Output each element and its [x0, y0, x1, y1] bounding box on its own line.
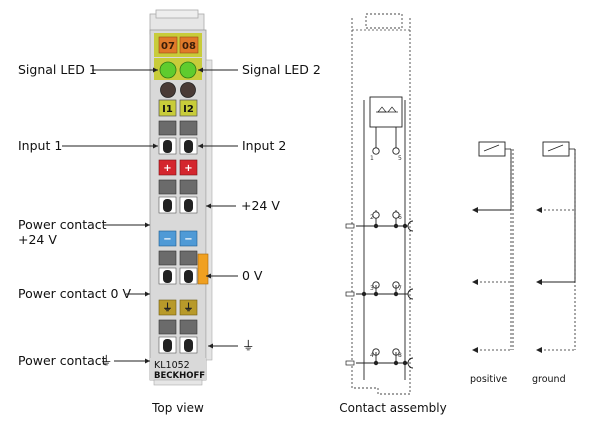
- contact-num-6: 6: [398, 214, 402, 221]
- plus-contact-right: [179, 159, 198, 176]
- label-signal-led-2: Signal LED 2: [242, 62, 321, 77]
- power-contact-tab: [197, 253, 209, 285]
- contact-num-1: 1: [370, 155, 374, 162]
- clamp-row-3: [158, 250, 198, 285]
- terminal-bottom-clip: [153, 379, 203, 386]
- clamp-row-4: [158, 319, 198, 354]
- status-led-left: [160, 82, 176, 98]
- plus-contact-left: [158, 159, 177, 176]
- label-power-contact-24v-line2: +24 V: [18, 232, 57, 247]
- plus-contact-left-sign: +: [163, 163, 171, 174]
- label-ground-symbol-right: ⏚: [242, 338, 255, 353]
- signal-led-1: [159, 61, 177, 79]
- terminal-top-latch: [155, 9, 199, 19]
- input-chip-i2-text: I2: [183, 104, 194, 115]
- led-chip-08-text: 08: [182, 41, 196, 52]
- plus-contact-right-sign: +: [184, 163, 192, 174]
- contact-num-5: 5: [398, 155, 402, 162]
- ground-contact-right-sign: ⏚: [184, 302, 194, 314]
- status-led-right: [180, 82, 196, 98]
- wiring-positive: [472, 141, 514, 353]
- led-chip-07-text: 07: [161, 41, 175, 52]
- label-power-contact-24v-line1: Power contact: [18, 217, 107, 232]
- caption-contact-assembly: Contact assembly: [339, 401, 446, 415]
- brand-name: BECKHOFF: [154, 371, 205, 381]
- led-chip-07: [158, 36, 178, 54]
- assembly-top-clip: [365, 13, 403, 29]
- clamp-row-2: [158, 179, 198, 214]
- label-plus-24v: +24 V: [241, 198, 280, 213]
- minus-contact-left: [158, 230, 177, 247]
- label-zero-v: 0 V: [242, 268, 263, 283]
- contact-num-7: 7: [398, 285, 402, 292]
- clamp-row-1: [158, 120, 198, 155]
- wiring-ground: [536, 141, 576, 353]
- minus-contact-right-sign: −: [184, 234, 192, 245]
- contact-num-3: 3: [370, 285, 374, 292]
- contact-num-4: 4: [370, 352, 374, 359]
- terminal-side-rail: [205, 59, 213, 361]
- label-power-contact-ground-symbol: ⏚: [100, 353, 113, 368]
- terminal-top-view: 07 08 I1 I2 + +: [149, 9, 213, 386]
- caption-top-view: Top view: [151, 401, 204, 415]
- label-power-contact-0v: Power contact 0 V: [18, 286, 131, 301]
- input-chip-i1-text: I1: [162, 104, 173, 115]
- contact-assembly: 1 5 2 6 3 7 4 8: [345, 13, 414, 395]
- contact-num-2: 2: [370, 214, 374, 221]
- caption-positive: positive: [470, 374, 507, 385]
- ground-contact-left: [158, 299, 177, 316]
- label-signal-led-1: Signal LED 1: [18, 62, 97, 77]
- label-power-contact-ground: Power contact: [18, 353, 107, 368]
- input-chip-i2: [179, 99, 198, 117]
- label-input-2: Input 2: [242, 138, 286, 153]
- ground-contact-left-sign: ⏚: [163, 302, 173, 314]
- brand-area: [150, 358, 206, 380]
- label-input-1: Input 1: [18, 138, 62, 153]
- input-chip-i1: [158, 99, 177, 117]
- signal-led-2: [179, 61, 197, 79]
- ground-contact-right: [179, 299, 198, 316]
- led-chip-08: [179, 36, 199, 54]
- callout-arrowheads: [145, 67, 213, 364]
- caption-ground: ground: [532, 374, 566, 385]
- contact-num-8: 8: [398, 352, 402, 359]
- minus-contact-right: [179, 230, 198, 247]
- minus-contact-left-sign: −: [163, 234, 171, 245]
- model-name: KL1052: [154, 360, 190, 371]
- terminal-housing: [149, 29, 207, 381]
- assembly-outline: [351, 18, 411, 395]
